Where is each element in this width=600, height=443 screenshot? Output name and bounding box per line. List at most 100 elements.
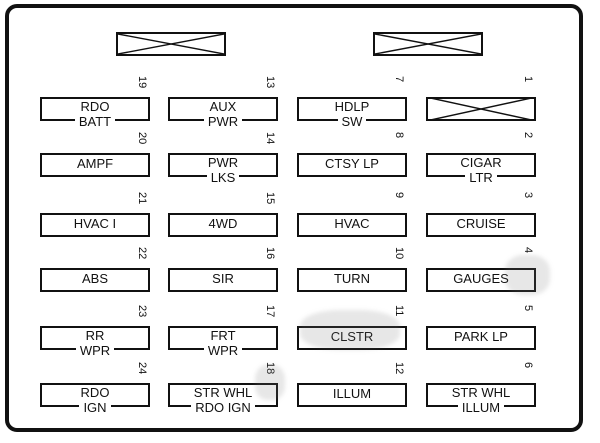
fuse-label: CRUISE bbox=[426, 216, 536, 231]
fuse-label-line1: PWR bbox=[207, 155, 239, 170]
fuse-frame bbox=[168, 97, 278, 121]
fuse-frame bbox=[426, 326, 536, 350]
fuse-label: AMPF bbox=[40, 156, 150, 171]
fuse-number: 8 bbox=[393, 132, 405, 139]
fuse-label-line1: AUX bbox=[209, 99, 237, 114]
fuse-label-line1: CTSY LP bbox=[325, 156, 379, 171]
fuse-slot: HVAC bbox=[297, 213, 407, 237]
fuse-label-line1: PARK LP bbox=[454, 329, 508, 344]
fuse-label: ABS bbox=[40, 271, 150, 286]
fuse-number: 21 bbox=[136, 192, 148, 205]
fuse-label-line1: SIR bbox=[212, 271, 234, 286]
fuse-slot: 4WD bbox=[168, 213, 278, 237]
fuse-number: 24 bbox=[136, 362, 148, 375]
fuse-label: CTSY LP bbox=[297, 156, 407, 171]
fuse-block-outline bbox=[5, 4, 583, 432]
fuse-label-line1: HVAC I bbox=[73, 216, 117, 231]
fuse-number: 15 bbox=[264, 192, 276, 205]
fuse-number: 2 bbox=[522, 132, 534, 139]
fuse-slot: GAUGES bbox=[426, 268, 536, 292]
fuse-number: 7 bbox=[393, 76, 405, 83]
fuse-frame bbox=[40, 213, 150, 237]
smudge bbox=[255, 365, 285, 400]
fuse-frame bbox=[426, 213, 536, 237]
fuse-label-line1: CIGAR bbox=[460, 155, 502, 170]
fuse-label-line1: TURN bbox=[333, 271, 371, 286]
fuse-number: 1 bbox=[522, 76, 534, 83]
fuse-number: 14 bbox=[264, 132, 276, 145]
fuse-label-line1: RR bbox=[85, 328, 105, 343]
fuse-label-line1: CLSTR bbox=[330, 329, 374, 344]
fuse-label-line1: STR WHL bbox=[193, 385, 253, 400]
fuse-label-line2: SW bbox=[337, 114, 367, 129]
fuse-number: 5 bbox=[522, 305, 534, 312]
blank-cross-icon bbox=[118, 34, 224, 54]
fuse-number: 23 bbox=[136, 305, 148, 318]
fuse-label-line1: CRUISE bbox=[456, 216, 506, 231]
fuse-label-line2: ILLUM bbox=[457, 400, 505, 415]
fuse-frame bbox=[40, 153, 150, 177]
fuse-label-line1: HDLP bbox=[334, 99, 370, 114]
fuse-frame bbox=[297, 153, 407, 177]
fuse-label: TURN bbox=[297, 271, 407, 286]
smudge bbox=[505, 255, 550, 295]
fuse-label: GAUGES bbox=[426, 271, 536, 286]
fuse-number: 22 bbox=[136, 247, 148, 260]
fuse-label-line1: ABS bbox=[81, 271, 108, 286]
fuse-label: 4WD bbox=[168, 216, 278, 231]
fuse-label-line1: STR WHL bbox=[451, 385, 511, 400]
blank-cross-icon bbox=[375, 34, 481, 54]
smudge bbox=[300, 310, 400, 350]
fuse-label-line2: LKS bbox=[206, 170, 240, 185]
fuse-frame bbox=[297, 383, 407, 407]
fuse-number: 11 bbox=[393, 305, 405, 317]
fuse-slot: CTSY LP bbox=[297, 153, 407, 177]
fuse-label: CLSTR bbox=[297, 329, 407, 344]
fuse-label-line2: RDO IGN bbox=[191, 400, 255, 415]
fuse-slot: TURN bbox=[297, 268, 407, 292]
fuse-number: 4 bbox=[522, 247, 534, 254]
fuse-number: 20 bbox=[136, 132, 148, 145]
fuse-slot: HVAC I bbox=[40, 213, 150, 237]
fuse-label: ILLUM bbox=[297, 386, 407, 401]
fuse-label-line2: IGN bbox=[79, 400, 111, 415]
fuse-number: 19 bbox=[136, 76, 148, 89]
fuse-label: PARK LP bbox=[426, 329, 536, 344]
fuse-frame bbox=[297, 213, 407, 237]
fuse-label-line1: 4WD bbox=[208, 216, 238, 231]
fuse-label-line2: WPR bbox=[203, 343, 243, 358]
fuse-number: 9 bbox=[393, 192, 405, 199]
blank-cross-icon bbox=[426, 97, 536, 121]
fuse-label-line1: ILLUM bbox=[332, 386, 372, 401]
fuse-label-line1: RDO bbox=[80, 385, 110, 400]
fuse-frame bbox=[168, 268, 278, 292]
fuse-label-line1: GAUGES bbox=[453, 271, 509, 286]
fuse-frame bbox=[297, 268, 407, 292]
fuse-slot: CRUISE bbox=[426, 213, 536, 237]
fuse-slot: ILLUM bbox=[297, 383, 407, 407]
fuse-slot: SIR bbox=[168, 268, 278, 292]
fuse-number: 13 bbox=[264, 76, 276, 89]
fuse-number: 3 bbox=[522, 192, 534, 199]
fuse-slot: ABS bbox=[40, 268, 150, 292]
fuse-label-line2: BATT bbox=[74, 114, 116, 129]
